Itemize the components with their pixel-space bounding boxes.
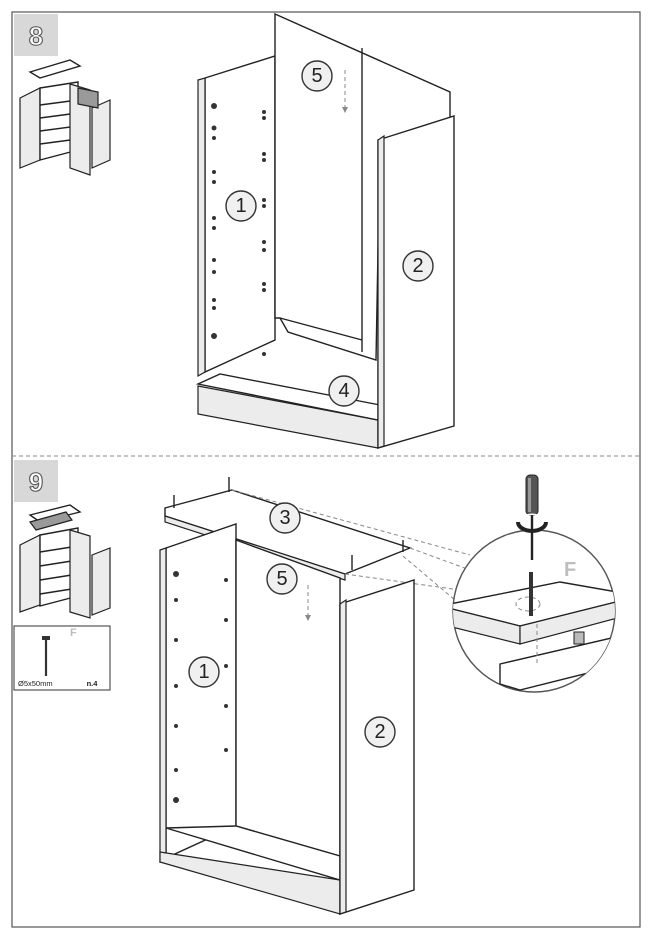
part-quantity: n.4: [87, 679, 99, 688]
callout-4: 4: [328, 375, 360, 407]
step-9: 9 F Ø5x50mm n.4: [13, 460, 616, 915]
right-side-panel: [377, 115, 455, 449]
page-frame: [11, 11, 641, 928]
step-overview-thumbnail: [19, 504, 111, 619]
svg-text:2: 2: [374, 721, 385, 743]
part-size: Ø5x50mm: [18, 679, 53, 688]
left-panel-holes: [211, 103, 266, 356]
detail-part-letter: F: [564, 559, 576, 581]
svg-text:5: 5: [311, 65, 322, 87]
callout-5: 5: [266, 563, 298, 595]
detail-magnifier: F: [452, 529, 616, 693]
callout-1: 1: [225, 190, 257, 222]
dowel-icon: [573, 631, 585, 645]
svg-text:4: 4: [338, 380, 349, 402]
callout-2: 2: [402, 250, 434, 282]
step-number-badge: [14, 14, 58, 56]
step-number-badge: [14, 460, 58, 502]
step-number: 9: [29, 467, 43, 497]
svg-text:5: 5: [276, 568, 287, 590]
step-number: 8: [29, 21, 43, 51]
callout-1: 1: [188, 656, 220, 688]
svg-text:3: 3: [279, 507, 290, 529]
screwdriver-icon: [516, 474, 548, 560]
svg-text:2: 2: [412, 255, 423, 277]
svg-text:1: 1: [235, 195, 246, 217]
part-box: F Ø5x50mm n.4: [13, 625, 111, 691]
step-8: 8: [14, 12, 455, 449]
part-letter: F: [70, 627, 77, 639]
svg-text:1: 1: [198, 661, 209, 683]
callout-5: 5: [301, 60, 333, 92]
callout-3: 3: [269, 502, 301, 534]
left-panel-holes: [173, 571, 228, 803]
step-overview-thumbnail: [19, 59, 111, 176]
callout-2: 2: [364, 716, 396, 748]
